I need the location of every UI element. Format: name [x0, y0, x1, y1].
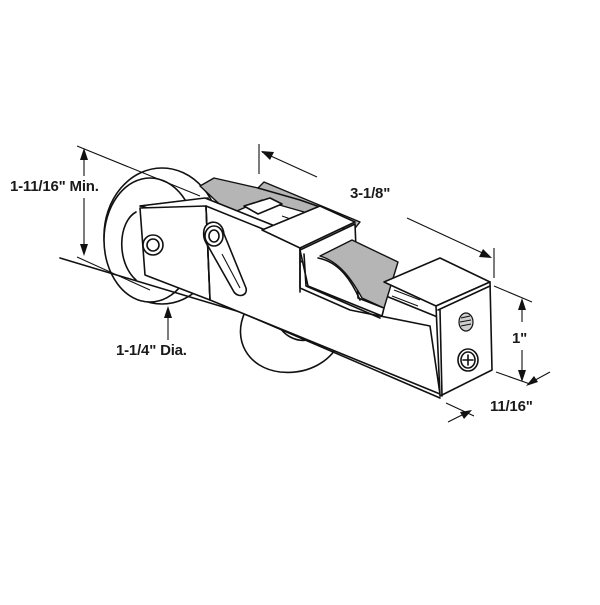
- dim-label-height-min: 1-11/16" Min.: [10, 178, 99, 195]
- dim-height-min-lines: [76, 145, 201, 291]
- dim-label-length: 3-1/8": [350, 185, 391, 202]
- dim-label-housing-height: 1": [512, 330, 528, 347]
- dim-length-lines: [258, 144, 495, 278]
- dim-housing-width-lines: [445, 402, 475, 423]
- wheel-axle: [142, 234, 164, 256]
- dim-label-housing-width: 11/16": [490, 398, 533, 415]
- dim-housing-height-lines: [493, 285, 551, 386]
- dim-label-wheel-diameter: 1-1/4" Dia.: [116, 342, 187, 359]
- threaded-hole: [458, 312, 474, 332]
- center-channel: [261, 205, 399, 319]
- dim-wheel-diameter-lines: [164, 306, 172, 340]
- mount-screw: [457, 348, 479, 372]
- adjust-lever: [202, 221, 248, 297]
- end-block: [383, 257, 493, 397]
